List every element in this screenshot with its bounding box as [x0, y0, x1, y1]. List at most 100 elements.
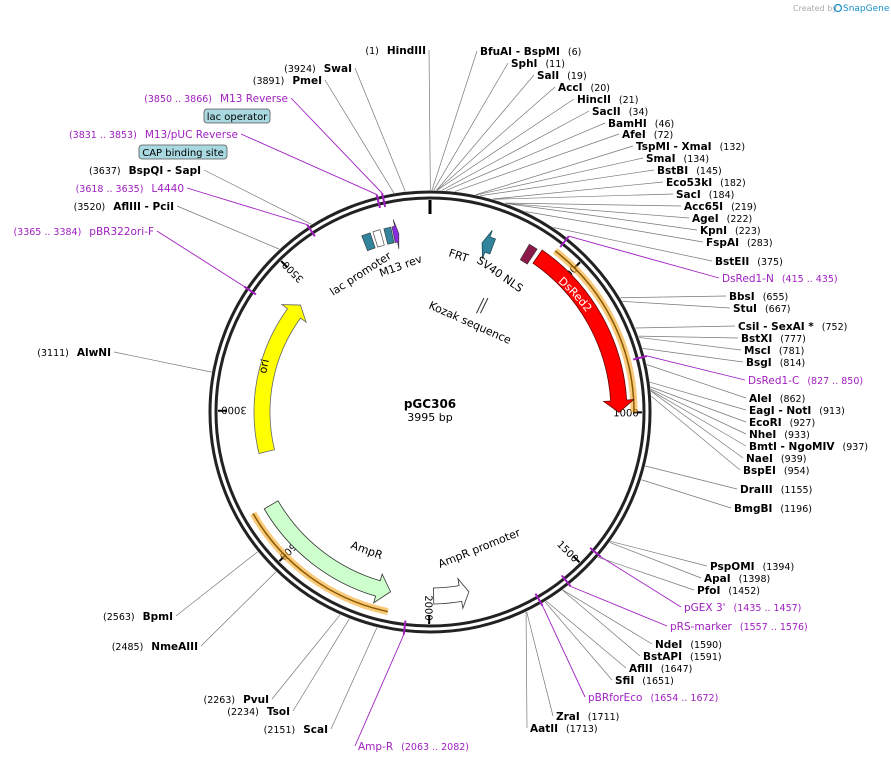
site-name: SphI [511, 58, 537, 70]
site-name: PvuI [243, 694, 269, 706]
svg-text:HincII(21): HincII(21) [577, 94, 638, 106]
primer-m13-reverse: (3850 .. 3866)M13 Reverse [144, 93, 288, 105]
site-position: (1196) [780, 504, 812, 515]
svg-text:(1)HindIII: (1)HindIII [365, 45, 426, 57]
svg-text:ZraI(1711): ZraI(1711) [556, 711, 619, 723]
primer-pgex-3: pGEX 3'(1435 .. 1457) [684, 602, 801, 614]
site-position: (862) [780, 394, 806, 405]
snapgene-logo-icon [833, 3, 843, 13]
leader-eco53ki [492, 181, 664, 200]
leader-bsteii [553, 227, 713, 262]
primer-mark-prs-marker [561, 574, 572, 587]
site-name: BpmI [143, 611, 173, 623]
site-agei: AgeI(222) [692, 213, 752, 225]
svg-text:DsRed1-N(415 .. 435): DsRed1-N(415 .. 435) [722, 273, 838, 285]
site-position: (2563) [103, 612, 135, 623]
site-name: BamHI [608, 118, 647, 130]
primer-leader-prs-marker [570, 585, 668, 627]
cap-site-label: CAP binding site [142, 148, 224, 159]
site-name-2: - PciI [141, 201, 174, 213]
leader-pvui [271, 614, 341, 700]
site-nhei: NheI(933) [749, 429, 810, 441]
leader-sfii [544, 601, 613, 681]
tick-label-1000: 1000 [613, 408, 638, 419]
primer-l4440: (3618 .. 3635)L4440 [76, 183, 184, 195]
svg-text:FspAI(283): FspAI(283) [706, 237, 773, 249]
leader-aflii [546, 600, 627, 669]
site-bsteii: BstEII (375) [715, 256, 783, 268]
site-position: (375) [757, 257, 783, 268]
site-position: (2485) [112, 642, 144, 653]
site-scai: (2151)ScaI [264, 724, 328, 736]
tick-3500 [280, 260, 289, 269]
site-position: (1713) [566, 724, 598, 735]
primer-prs-marker: pRS-marker(1557 .. 1576) [670, 621, 808, 633]
svg-text:MscI(781): MscI(781) [744, 345, 804, 357]
site-position: (1591) [690, 652, 722, 663]
site-position: (184) [709, 190, 735, 201]
site-name: NdeI [655, 639, 682, 651]
svg-text:(2563)BpmI: (2563) BpmI [103, 611, 173, 623]
svg-text:(2485)NmeAIII: (2485)NmeAIII [112, 641, 198, 653]
site-name: BstEII [715, 256, 749, 268]
site-name: SacII [592, 106, 621, 118]
site-position: (145) [696, 166, 722, 177]
ori-label: ori [256, 358, 272, 375]
leader-draiii [645, 465, 738, 490]
site-position: (3637) [89, 166, 121, 177]
site-position: (777) [780, 334, 806, 345]
svg-text:DsRed1-C(827 .. 850): DsRed1-C(827 .. 850) [748, 375, 863, 387]
frt-label: FRT [447, 246, 470, 265]
site-sali: SalI(19) [537, 70, 587, 82]
leader-tsoi [292, 618, 350, 712]
primer-mark-m13-reverse [381, 192, 387, 208]
primer-leader-amp-r [354, 634, 405, 747]
leader-ecori [650, 386, 747, 423]
primer-name: pBRforEco [588, 692, 642, 704]
site-position: (752) [822, 322, 848, 333]
site-name: BspEI [743, 465, 776, 477]
primer-name: pGEX 3' [684, 602, 726, 614]
site-smai: SmaI(134) [646, 153, 709, 165]
svg-text:Acc65I(219): Acc65I(219) [684, 201, 757, 213]
site-name-2: - SapI [163, 165, 201, 177]
leader-bstxi [638, 335, 739, 339]
site-position: (1) [365, 46, 378, 57]
svg-text:SphI(11): SphI(11) [511, 58, 565, 70]
site-name: MscI [744, 345, 771, 357]
m13-rev-feature [391, 219, 400, 250]
site-name: BstAPI [643, 651, 682, 663]
site-name: ScaI [303, 724, 328, 736]
primer-mark-pbr322ori-f [243, 285, 257, 296]
site-aatii: AatII(1713) [530, 723, 598, 735]
primer-name: M13 Reverse [220, 93, 288, 105]
site-name: PfoI [697, 585, 720, 597]
site-position: (283) [747, 238, 773, 249]
svg-text:(2234)TsoI: (2234)TsoI [227, 706, 290, 718]
site-position: (1651) [642, 676, 674, 687]
site-position: (223) [735, 226, 761, 237]
svg-text:(3637)BspQI - SapI: (3637)BspQI - SapI [89, 165, 201, 177]
primer-leader-pbr322ori-f [156, 230, 245, 287]
leader-zrai [526, 611, 554, 717]
leader-hindiii [428, 49, 431, 191]
site-name-2: - XmaI [670, 141, 712, 153]
site-position: (182) [720, 178, 746, 189]
svg-text:AccI(20): AccI(20) [558, 82, 610, 94]
primer-range: (2063 .. 2082) [401, 742, 469, 753]
primer-leader-dsred1-n [568, 235, 720, 279]
primer-leader-m13-reverse [290, 97, 383, 194]
site-sphi: SphI(11) [511, 58, 565, 70]
leader-alei [646, 364, 747, 399]
site-bstbi: BstBI(145) [657, 165, 722, 177]
site-kpni: KpnI(223) [700, 225, 761, 237]
tick-1500 [572, 555, 581, 564]
primer-mark-amp-r [402, 620, 407, 635]
svg-text:BfuAI - BspMI(6): BfuAI - BspMI(6) [480, 46, 581, 58]
site-name: AflII [629, 663, 653, 675]
svg-text:SalI(19): SalI(19) [537, 70, 587, 82]
site-sacii: SacII(34) [592, 106, 648, 118]
site-position: (6) [568, 47, 581, 58]
leader-pfoi [597, 556, 695, 591]
